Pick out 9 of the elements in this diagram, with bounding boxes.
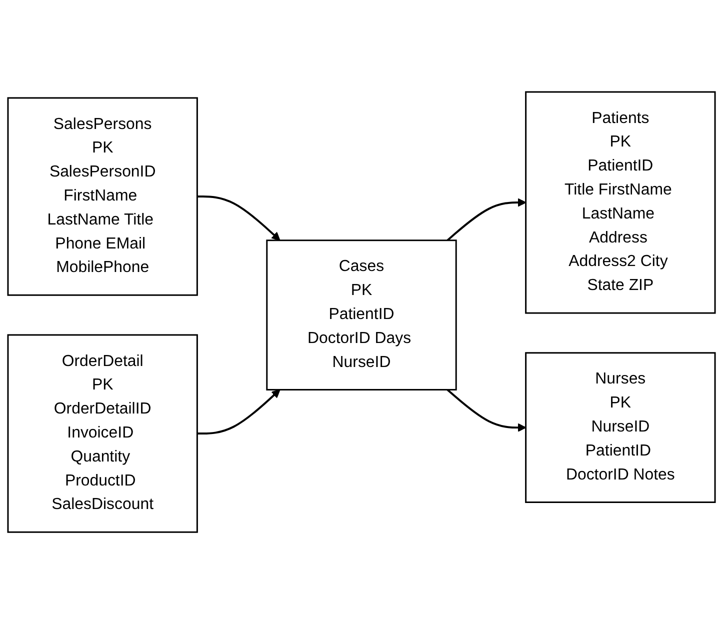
arrow xyxy=(197,389,280,434)
node-box: Patients PK PatientID Title FirstName LastName Address Address2 City State ZIP xyxy=(525,91,716,314)
arrow xyxy=(446,388,526,432)
arrow xyxy=(197,196,280,241)
node-box: Cases PK PatientID DoctorID Days NurseID xyxy=(266,240,457,390)
node-box: SalesPersons PK SalesPersonID FirstName LastName Title Phone EMail MobilePhone xyxy=(7,97,198,296)
node-box: Nurses PK NurseID PatientID DoctorID Notes xyxy=(525,352,716,503)
arrow xyxy=(446,198,526,242)
node-box: OrderDetail PK OrderDetailID InvoiceID Quantity ProductID SalesDiscount xyxy=(7,334,198,533)
